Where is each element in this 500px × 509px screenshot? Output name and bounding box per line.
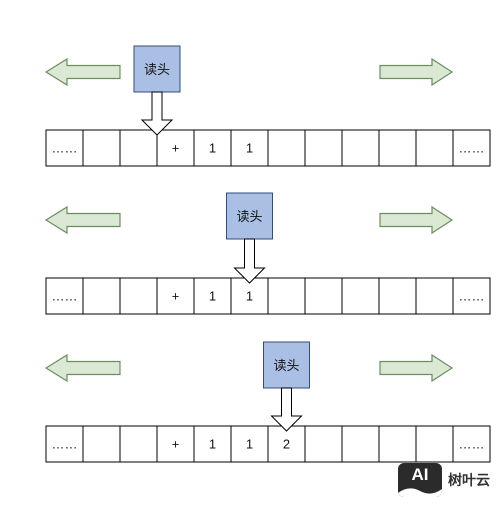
tape-row-1: …… +1 1 …… 读头 bbox=[45, 45, 491, 167]
tape-cell bbox=[415, 277, 454, 315]
read-head-box bbox=[226, 192, 273, 240]
arrow-left-icon bbox=[44, 353, 121, 383]
tape-cell bbox=[304, 277, 343, 315]
tape-cell-symbol: 2 bbox=[283, 437, 290, 452]
tape-cell bbox=[82, 129, 121, 167]
tape-cell bbox=[304, 129, 343, 167]
tape-cell-symbol: …… bbox=[52, 289, 78, 304]
tape-cell-symbol: 1 bbox=[209, 289, 216, 304]
head-pointer-arrow-icon bbox=[140, 91, 174, 136]
tape-cell-symbol: 1 bbox=[246, 289, 253, 304]
tape-cell bbox=[45, 129, 84, 167]
tape-row-2: …… +1 1 …… 读头 bbox=[45, 192, 491, 315]
watermark: AI 树叶云 bbox=[398, 462, 490, 498]
arrow-right-icon bbox=[379, 57, 454, 87]
watermark-name: 树叶云 bbox=[448, 473, 490, 489]
tape-row-3: …… +1 1 2 …… 读头 bbox=[45, 341, 491, 463]
wave-icon bbox=[398, 488, 442, 497]
tape-cell-symbol: + bbox=[172, 289, 180, 304]
tape-cell bbox=[267, 425, 306, 463]
tape-cell bbox=[452, 277, 491, 315]
tape-cell-symbol: + bbox=[172, 437, 180, 452]
arrow-right-icon bbox=[379, 205, 454, 235]
head-pointer-arrow-icon bbox=[270, 387, 303, 432]
arrow-left-icon bbox=[44, 57, 121, 87]
tape-cell bbox=[267, 277, 306, 315]
read-head-label: 读头 bbox=[144, 62, 170, 77]
tape-cell-symbol: 1 bbox=[246, 141, 253, 156]
tape-cell bbox=[304, 425, 343, 463]
tape-cell-symbol: …… bbox=[459, 437, 485, 452]
head-pointer-arrow-icon bbox=[233, 238, 266, 284]
tape-cell bbox=[267, 129, 306, 167]
arrow-right-icon bbox=[379, 353, 454, 383]
tape-cell bbox=[193, 129, 232, 167]
tape-cell-symbol: 1 bbox=[209, 141, 216, 156]
tape-cell bbox=[45, 277, 84, 315]
tape-cell bbox=[156, 425, 195, 463]
read-head-box bbox=[133, 45, 181, 93]
watermark-logo: AI bbox=[398, 463, 442, 497]
tape-cell bbox=[230, 277, 269, 315]
tape-cell-symbol: …… bbox=[52, 437, 78, 452]
tape-cell bbox=[415, 425, 454, 463]
tape-cell bbox=[156, 277, 195, 315]
tape-cell bbox=[193, 277, 232, 315]
arrow-left-icon bbox=[44, 205, 121, 235]
tape-cell-symbol: 1 bbox=[209, 437, 216, 452]
tape-cell bbox=[119, 129, 158, 167]
watermark-logo-text: AI bbox=[411, 465, 429, 484]
tape-cell bbox=[156, 129, 195, 167]
tape-cell bbox=[82, 425, 121, 463]
tape-cell-symbol: …… bbox=[459, 141, 485, 156]
tape-cell bbox=[378, 277, 417, 315]
tape-cell bbox=[415, 129, 454, 167]
tape-cell bbox=[452, 129, 491, 167]
read-head-box bbox=[263, 341, 310, 389]
tape-cell bbox=[378, 129, 417, 167]
tape-cell-symbol: …… bbox=[52, 141, 78, 156]
tape-cell bbox=[341, 277, 380, 315]
tape-cell bbox=[119, 425, 158, 463]
tape-cell bbox=[341, 129, 380, 167]
tape-cell bbox=[230, 425, 269, 463]
read-head-label: 读头 bbox=[236, 209, 262, 224]
tape-cell bbox=[119, 277, 158, 315]
tape-cell-symbol: + bbox=[172, 141, 180, 156]
tape-cell-symbol: 1 bbox=[246, 437, 253, 452]
read-head-label: 读头 bbox=[273, 358, 299, 373]
tape-cell bbox=[452, 425, 491, 463]
tape-cell bbox=[341, 425, 380, 463]
tape-cell bbox=[45, 425, 84, 463]
tape-cell bbox=[378, 425, 417, 463]
tape-cell-symbol: …… bbox=[459, 289, 485, 304]
tape-cell bbox=[82, 277, 121, 315]
